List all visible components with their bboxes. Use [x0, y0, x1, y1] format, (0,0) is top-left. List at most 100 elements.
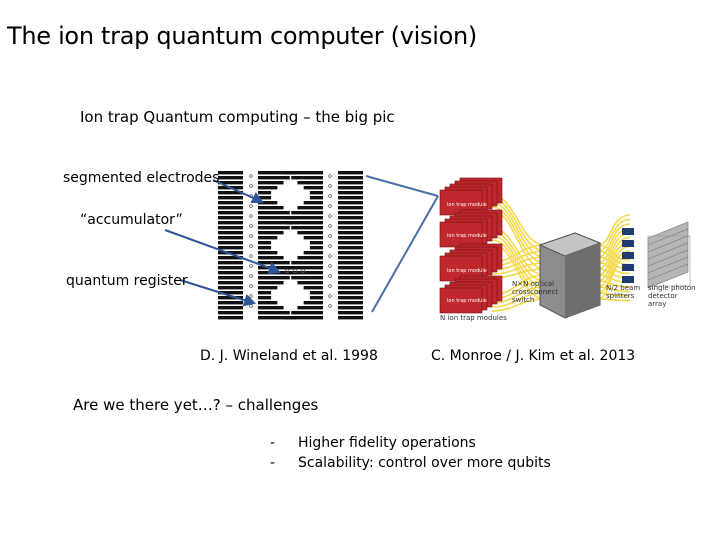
electrode-bar	[218, 291, 243, 295]
electrode-segment	[258, 171, 296, 175]
electrode-bar	[338, 266, 363, 270]
fiber	[597, 280, 631, 288]
electrode-bar	[338, 191, 363, 195]
electrode-bar	[218, 211, 243, 215]
ion-dot	[249, 234, 253, 238]
electrode-bar	[218, 196, 243, 200]
electrode-segment	[258, 206, 284, 210]
slide-subtitle: Ion trap Quantum computing – the big pic	[80, 108, 395, 126]
electrode-bar	[218, 206, 243, 210]
electrode-bar	[218, 176, 243, 180]
electrode-bar	[218, 306, 243, 310]
beam-splitter	[622, 240, 634, 247]
electrode-bar	[218, 191, 243, 195]
electrode-bar	[338, 301, 363, 305]
electrode-bar	[338, 196, 363, 200]
electrode-segment	[258, 221, 296, 225]
electrode-segment	[258, 281, 284, 285]
bullet-text: Scalability: control over more qubits	[298, 455, 551, 471]
fiber	[491, 292, 546, 308]
electrode-bar	[338, 231, 363, 235]
electrode-bar	[218, 216, 243, 220]
electrode-segment	[303, 201, 323, 205]
detector-array	[647, 221, 691, 289]
electrode-bar	[338, 306, 363, 310]
ion-dot	[249, 174, 253, 178]
electrode-segment	[258, 256, 284, 260]
ion-dot	[328, 194, 332, 198]
electrode-bar	[218, 231, 243, 235]
electrode-bar	[338, 251, 363, 255]
fiber	[597, 298, 631, 302]
electrode-segment	[291, 176, 323, 180]
electrode-bar	[218, 286, 243, 290]
ion-dot	[249, 244, 253, 248]
module-label-3: ion trap module	[447, 268, 487, 274]
electrode-bar	[218, 241, 243, 245]
ion-dot	[328, 274, 332, 278]
electrode-segment	[258, 231, 284, 235]
electrode-segment	[258, 291, 272, 295]
ion-dot	[328, 294, 332, 298]
ion-dot	[328, 254, 332, 258]
electrode-segment	[303, 186, 323, 190]
switch-label: N×N optical crossconnect switch	[512, 280, 559, 304]
electrode-bar	[218, 171, 243, 175]
electrode-segment	[258, 226, 290, 230]
ion-dot	[328, 184, 332, 188]
electrode-bar	[338, 171, 363, 175]
electrode-bar	[338, 311, 363, 315]
electrode-segment	[309, 296, 323, 300]
bullet-dash: -	[270, 435, 276, 451]
electrode-bar	[218, 246, 243, 250]
fiber	[597, 223, 631, 258]
detector-label: single photon detector array	[648, 284, 696, 308]
electrode-bar	[338, 236, 363, 240]
fiber	[491, 239, 546, 294]
slide-title: The ion trap quantum computer (vision)	[7, 22, 477, 50]
fiber	[597, 244, 631, 261]
electrode-bar	[338, 316, 363, 320]
label-quantum-register: quantum register	[66, 273, 188, 289]
electrode-segment	[258, 316, 296, 320]
electrode-bar	[338, 181, 363, 185]
electrode-bar	[338, 211, 363, 215]
electrode-segment	[258, 181, 284, 185]
ion-dot	[328, 204, 332, 208]
ion-dot	[249, 214, 253, 218]
module-label-4: ion trap module	[447, 298, 487, 304]
electrode-segment	[258, 276, 290, 280]
ion-dot	[249, 304, 253, 308]
electrode-bar	[218, 316, 243, 320]
electrode-bar	[218, 236, 243, 240]
fiber	[491, 298, 546, 312]
electrode-bar	[218, 261, 243, 265]
detector-frame	[647, 235, 691, 287]
fiber-bundle	[491, 194, 631, 312]
electrode-segment	[297, 181, 323, 185]
label-accumulator: “accumulator”	[80, 212, 183, 228]
electrode-bar	[218, 301, 243, 305]
electrode-segment	[258, 241, 272, 245]
electrode-segment	[258, 306, 284, 310]
electrode-segment	[303, 286, 323, 290]
ion-dot	[249, 274, 253, 278]
electrode-segment	[258, 191, 272, 195]
fiber	[597, 245, 631, 288]
electrode-segment	[309, 191, 323, 195]
fiber	[597, 286, 631, 293]
electrode-bar	[338, 241, 363, 245]
electrode-segment	[258, 261, 290, 265]
electrode-segment	[258, 301, 278, 305]
electrode-segment	[258, 296, 272, 300]
fiber	[491, 286, 546, 304]
electrode-bar	[218, 296, 243, 300]
ion-dot	[328, 214, 332, 218]
electrode-segment	[285, 216, 323, 220]
electrode-bar	[218, 181, 243, 185]
electrode-segment	[285, 316, 323, 320]
electrode-segment	[285, 171, 323, 175]
electrode-segment	[258, 211, 290, 215]
bullet-dash: -	[270, 455, 276, 471]
bullet-item: -Higher fidelity operations	[270, 435, 476, 451]
